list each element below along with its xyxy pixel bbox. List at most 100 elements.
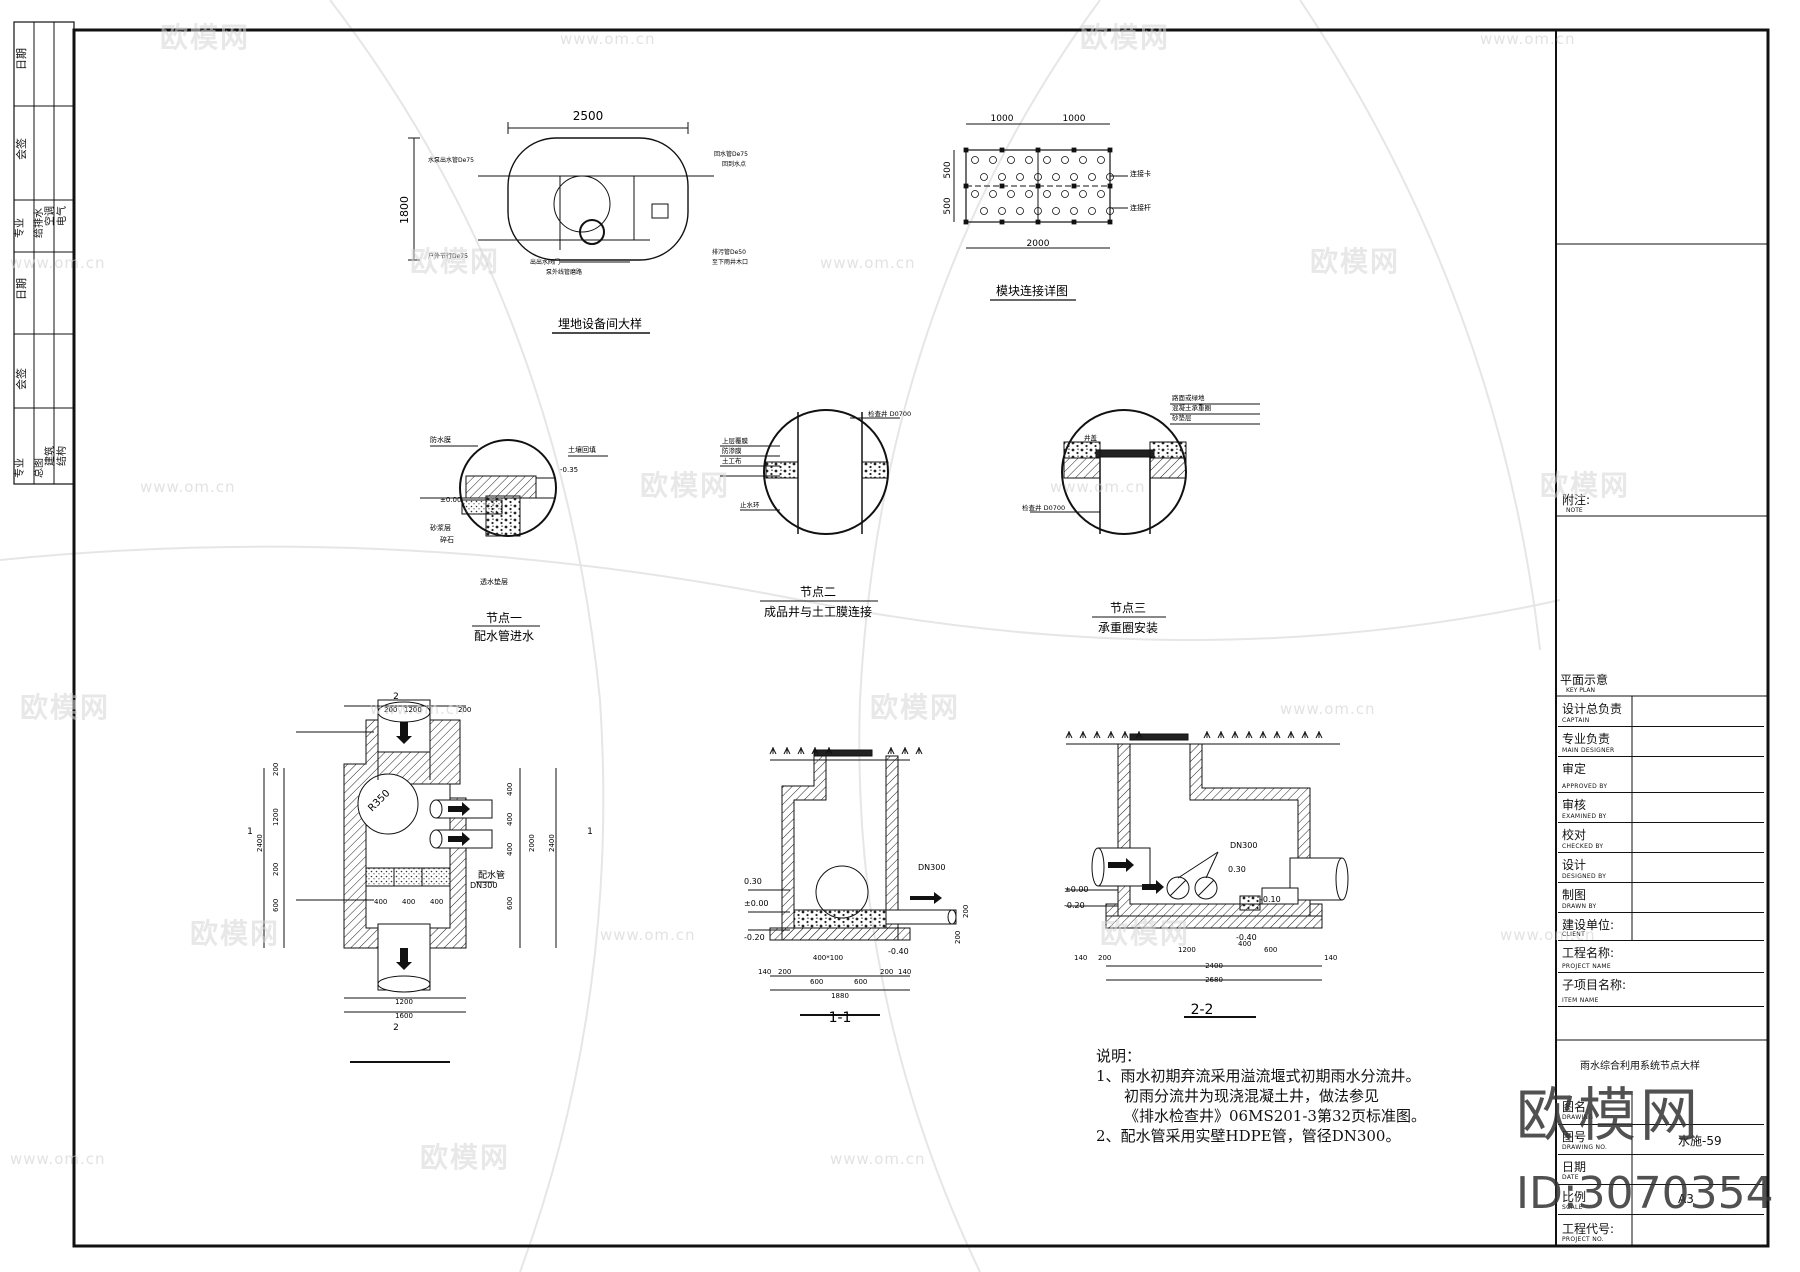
equipment-detail-title: 埋地设备间大样	[558, 316, 642, 331]
grass-mark	[887, 747, 895, 755]
watermark-brand: 欧模网	[160, 21, 251, 54]
title-row-9: 工程名称:PROJECT NAME	[1558, 940, 1764, 973]
module-hole	[1106, 173, 1114, 181]
svg-text:200: 200	[778, 968, 791, 976]
title-row-label: 审定	[1562, 762, 1587, 776]
grass-mark	[811, 747, 819, 755]
svg-text:检查井 D0700: 检查井 D0700	[1022, 503, 1065, 512]
strip-site: 总图	[34, 458, 45, 478]
svg-text:连接卡: 连接卡	[1130, 169, 1151, 178]
svg-text:至下雨井木口: 至下雨井木口	[712, 258, 748, 266]
title-bottom-label-en: SCALE	[1562, 1204, 1583, 1211]
grass-mark	[1107, 731, 1115, 739]
svg-text:1: 1	[587, 827, 593, 837]
strip-elec: 电气	[57, 206, 68, 226]
svg-text:400*100: 400*100	[813, 954, 843, 962]
svg-text:户外节行De75: 户外节行De75	[428, 252, 468, 260]
watermark-brand: 欧模网	[1100, 917, 1191, 950]
design-notes: 说明： 1、雨水初期弃流采用溢流堰式初期雨水分流井。 初雨分流井为现浇混凝土井，…	[1096, 1046, 1426, 1146]
node2-detail	[720, 409, 900, 535]
svg-text:600: 600	[272, 899, 280, 912]
node1-labels: ±0.00 -0.35 土壤回填 防水膜 砂浆层 碎石 透水垫层	[430, 435, 596, 586]
module-hole	[1079, 156, 1087, 164]
svg-text:0.30: 0.30	[1228, 865, 1246, 874]
grass-mark	[1121, 731, 1129, 739]
strip-struct: 结构	[57, 446, 68, 466]
module-hole	[1025, 156, 1033, 164]
section-1-1	[748, 749, 957, 1016]
svg-text:路面或绿地: 路面或绿地	[1172, 393, 1205, 402]
svg-text:400: 400	[1238, 940, 1251, 948]
svg-text:140: 140	[758, 968, 771, 976]
svg-text:2-2: 2-2	[1191, 1002, 1214, 1018]
watermark-brand: 欧模网	[410, 245, 501, 278]
module-hole	[980, 207, 988, 215]
grass-mark	[1287, 731, 1295, 739]
svg-text:防渗膜: 防渗膜	[722, 446, 742, 455]
title-bottom-label: 工程代号:	[1562, 1222, 1615, 1236]
svg-text:1: 1	[247, 827, 253, 837]
title-row-label: 专业负责	[1562, 732, 1611, 746]
title-row-label: 子项目名称:	[1562, 978, 1627, 992]
node2-title: 节点二	[800, 585, 836, 599]
svg-text:2400: 2400	[256, 834, 264, 852]
left-signature-strip	[13, 21, 75, 485]
watermark-url: www.om.cn	[140, 478, 236, 496]
svg-text:2: 2	[393, 1023, 399, 1033]
module-hole	[998, 207, 1006, 215]
svg-text:检查井 D0700: 检查井 D0700	[868, 409, 911, 418]
grass-mark	[1273, 731, 1281, 739]
strip-date-bottom: 日期	[15, 278, 28, 300]
strip-sign-bottom: 会签	[15, 368, 28, 390]
watermark-url: www.om.cn	[1480, 30, 1576, 48]
notes-line-2: 初雨分流井为现浇混凝土井，做法参见	[1124, 1087, 1380, 1105]
module-hole	[1016, 207, 1024, 215]
drawing-title: 雨水综合利用系统节点大样	[1580, 1061, 1700, 1072]
module-connector	[963, 219, 969, 225]
notes-line-4: 2、配水管采用实壁HDPE管，管径DN300。	[1096, 1127, 1401, 1145]
svg-text:回到水点: 回到水点	[722, 160, 746, 168]
svg-text:排污管De50: 排污管De50	[712, 248, 746, 256]
watermark-url: www.om.cn	[830, 1150, 926, 1168]
svg-text:DN300: DN300	[470, 881, 497, 890]
title-bottom-label-en: DRAWING NO.	[1562, 1144, 1608, 1151]
module-hole	[998, 173, 1006, 181]
watermark-url: www.om.cn	[820, 254, 916, 272]
watermark-url: www.om.cn	[600, 926, 696, 944]
watermark-brand: 欧模网	[1540, 469, 1631, 502]
module-hole	[1097, 156, 1105, 164]
section-2-2-labels: 2-2 DN300 ±0.00 -0.20 0.30 -0.10 -0.40 1…	[1064, 841, 1337, 1018]
svg-text:水泵出水管De75: 水泵出水管De75	[428, 156, 474, 164]
module-hole	[1034, 173, 1042, 181]
module-hole	[989, 190, 997, 198]
module-connector	[963, 147, 969, 153]
section-2-2-arrow	[1108, 858, 1164, 894]
grass-mark	[915, 747, 923, 755]
title-row-label-en: CLIENT	[1562, 931, 1586, 938]
watermark-url: www.om.cn	[10, 254, 106, 272]
module-connector	[1035, 219, 1041, 225]
svg-text:2400: 2400	[1205, 962, 1223, 970]
svg-text:出出水阀门: 出出水阀门	[530, 258, 560, 266]
svg-text:2000: 2000	[528, 834, 536, 852]
svg-text:1200: 1200	[404, 706, 422, 714]
node2-subtitle: 成品井与土工膜连接	[764, 604, 872, 619]
svg-text:-0.20: -0.20	[1064, 901, 1085, 910]
watermark-url: www.om.cn	[370, 700, 466, 718]
title-bottom-label: 图名	[1562, 1100, 1587, 1114]
module-hole	[1043, 190, 1051, 198]
svg-text:200: 200	[272, 863, 280, 876]
watermark-id: ID:3070354	[1516, 1168, 1774, 1219]
watermark-brand: 欧模网	[190, 917, 281, 950]
module-hole	[1079, 190, 1087, 198]
title-block-frame	[1555, 30, 1768, 1246]
svg-text:2680: 2680	[1205, 976, 1223, 984]
module-hole	[1061, 190, 1069, 198]
title-row-label-en: ITEM NAME	[1562, 997, 1599, 1004]
module-connector	[999, 183, 1005, 189]
title-row-label: 制图	[1562, 888, 1587, 902]
plan-arrows	[396, 722, 470, 970]
module-hole	[1052, 207, 1060, 215]
